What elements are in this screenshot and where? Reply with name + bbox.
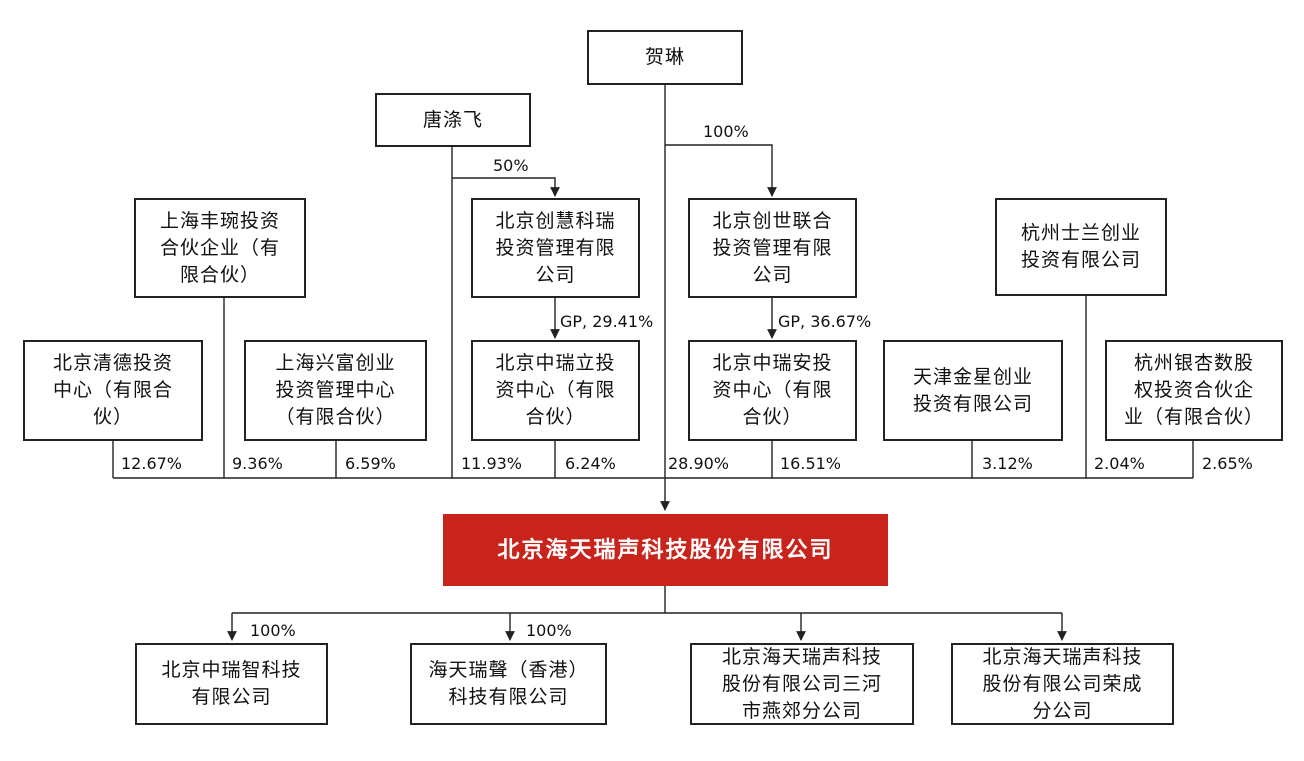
- line-tang-chuanghui: [452, 177, 560, 197]
- holder-chuangshi: 北京创世联合 投资管理有限 公司: [688, 198, 857, 298]
- stake-qingde: 12.67%: [121, 454, 183, 473]
- stake-jinxing: 3.12%: [982, 454, 1033, 473]
- holder-fengwan: 上海丰琬投资 合伙企业（有 限合伙）: [134, 198, 306, 298]
- label-sub-hk: 100%: [526, 621, 572, 640]
- person-he-lin: 贺琳: [587, 30, 743, 85]
- holder-chuanghui: 北京创慧科瑞 投资管理有限 公司: [471, 198, 640, 298]
- label-tang-chuanghui: 50%: [493, 156, 529, 175]
- holder-xingfu: 上海兴富创业 投资管理中心 （有限合伙）: [244, 340, 427, 441]
- holder-shilan: 杭州士兰创业 投资有限公司: [995, 198, 1167, 296]
- label-gp-zhongruili: GP, 29.41%: [560, 312, 654, 331]
- stake-shilan: 2.04%: [1094, 454, 1145, 473]
- holder-jinxing: 天津金星创业 投资有限公司: [883, 340, 1063, 441]
- stake-he-lin: 28.90%: [668, 454, 730, 473]
- stake-yinxing: 2.65%: [1202, 454, 1253, 473]
- stake-zhongruian: 16.51%: [780, 454, 842, 473]
- holder-zhongruian: 北京中瑞安投 资中心（有限 合伙）: [688, 340, 857, 441]
- holder-yinxing: 杭州银杏数股 权投资合伙企 业（有限合伙）: [1105, 340, 1283, 441]
- company-main: 北京海天瑞声科技股份有限公司: [443, 514, 888, 586]
- line-helin-chuangshi: [665, 144, 777, 197]
- subsidiary-hk: 海天瑞聲（香港） 科技有限公司: [410, 643, 607, 725]
- label-gp-zhongruian: GP, 36.67%: [778, 312, 872, 331]
- stake-zhongruili: 6.24%: [565, 454, 616, 473]
- holder-zhongruili: 北京中瑞立投 资中心（有限 合伙）: [471, 340, 640, 441]
- holder-qingde: 北京清德投资 中心（有限合 伙）: [23, 340, 203, 441]
- stake-xingfu: 6.59%: [345, 454, 396, 473]
- stake-fengwan: 9.36%: [232, 454, 283, 473]
- subsidiary-rongcheng: 北京海天瑞声科技 股份有限公司荣成 分公司: [951, 643, 1174, 725]
- label-helin-chuangshi: 100%: [703, 122, 749, 141]
- stake-tang-tufei: 11.93%: [461, 454, 523, 473]
- subsidiary-sanhe: 北京海天瑞声科技 股份有限公司三河 市燕郊分公司: [690, 643, 914, 725]
- person-tang-tufei: 唐涤飞: [375, 93, 531, 147]
- label-sub-zhongruizhi: 100%: [250, 621, 296, 640]
- subsidiary-zhongruizhi: 北京中瑞智科技 有限公司: [135, 643, 328, 725]
